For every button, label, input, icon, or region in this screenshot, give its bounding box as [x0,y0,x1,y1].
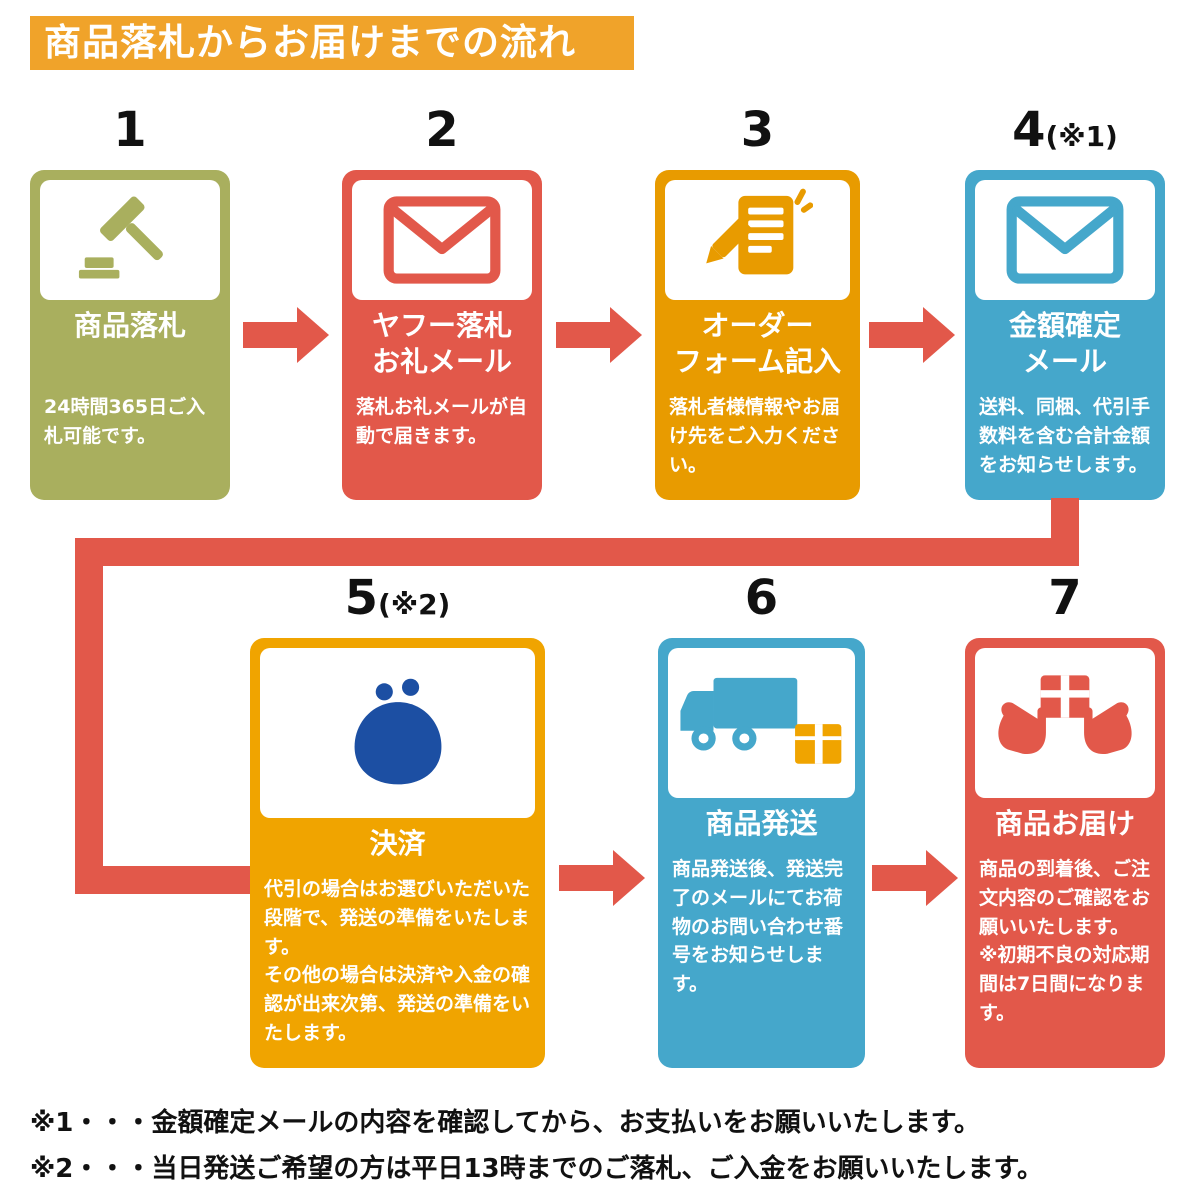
step-card-payment: 決済 代引の場合はお選びいただいた段階で、発送の準備をいたします。 その他の場合… [250,638,545,1068]
icon-box [975,180,1155,300]
connector-segment [75,538,103,894]
step-number-6: 6 [744,570,779,626]
step-card-price-mail: 金額確定 メール 送料、同梱、代引手数料を含む合計金額をお知らせします。 [965,170,1165,500]
flow-arrow [869,307,955,363]
page-title: 商品落札からお届けまでの流れ [30,16,634,70]
step-number-1: 1 [113,102,147,158]
icon-box [260,648,535,818]
footnote-1: ※1・・・金額確定メールの内容を確認してから、お支払いをお願いいたします。 [30,1108,980,1138]
step-description: 落札者様情報やお届け先をご入力ください。 [669,396,841,476]
truck-icon [679,677,841,764]
step-title: 金額確定 メール [1008,309,1121,378]
footnote-2: ※2・・・当日発送ご希望の方は平日13時までのご落札、ご入金をお願いいたします。 [30,1154,1043,1184]
step-description: 送料、同梱、代引手数料を含む合計金額をお知らせします。 [979,396,1151,476]
step-card-thanks-mail: ヤフー落札 お礼メール 落札お礼メールが自動で届きます。 [342,170,542,500]
flow-arrow [556,307,642,363]
step-card-auction-win: 商品落札 24時間365日ご入札可能です。 [30,170,230,500]
step-title: 商品お届け [994,807,1135,840]
step-description: 商品の到着後、ご注文内容のご確認をお願いいたします。 ※初期不良の対応期間は7日… [979,857,1151,1025]
order-form-icon [705,188,813,275]
icon-box [665,180,850,300]
gavel-icon [78,196,163,279]
flow-arrow [559,850,645,906]
step-card-delivery: 商品お届け 商品の到着後、ご注文内容のご確認をお願いいたします。 ※初期不良の対… [965,638,1165,1068]
step-card-order-form: オーダー フォーム記入 落札者様情報やお届け先をご入力ください。 [655,170,860,500]
coin-purse-icon [354,678,441,785]
connector-segment [75,866,256,894]
step-number-5: 5(※2) [344,570,451,626]
step-title: ヤフー落札 お礼メール [371,309,512,378]
step-description: 24時間365日ご入札可能です。 [44,396,206,447]
step-title: 商品発送 [705,807,818,840]
step-title: 決済 [369,827,426,860]
connector-segment [75,538,1079,566]
icon-box [40,180,220,300]
icon-box [668,648,855,798]
step-card-shipping: 商品発送 商品発送後、発送完了のメールにてお荷物のお問い合わせ番号をお知らせしま… [658,638,865,1068]
flow-arrow [243,307,329,363]
step-title: 商品落札 [73,309,186,342]
step-title: オーダー フォーム記入 [673,309,842,378]
mail-icon [383,196,501,284]
icon-box [975,648,1155,798]
step-description: 落札お礼メールが自動で届きます。 [356,396,528,447]
step-number-3: 3 [740,102,775,158]
step-description: 代引の場合はお選びいただいた段階で、発送の準備をいたします。 その他の場合は決済… [264,877,531,1045]
step-number-7: 7 [1048,570,1082,626]
step-number-2: 2 [425,102,459,158]
mail-icon [1006,196,1124,284]
flow-arrow [872,850,958,906]
step-number-4: 4(※1) [1012,102,1118,158]
package-box-icon [794,724,841,764]
icon-box [352,180,532,300]
delivery-hands-icon [998,675,1132,755]
step-description: 商品発送後、発送完了のメールにてお荷物のお問い合わせ番号をお知らせします。 [672,857,844,996]
